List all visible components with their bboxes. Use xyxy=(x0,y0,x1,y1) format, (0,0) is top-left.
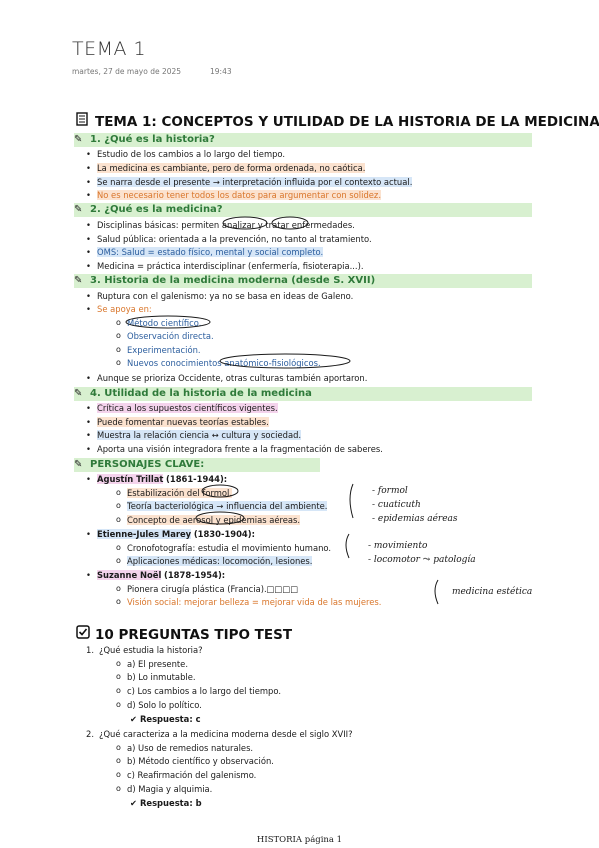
sub-list-item: Visión social: mejorar belleza = mejorar… xyxy=(116,596,381,608)
option: a) Uso de remedios naturales. xyxy=(116,742,253,754)
handwritten-notes-1: - formol- cuaticuth- epidemias aéreas xyxy=(372,486,458,524)
option: d) Magia y alquimia. xyxy=(116,783,212,795)
sub-list-item: Experimentación. xyxy=(116,344,201,356)
check-icon: ✔ xyxy=(130,798,140,808)
question-2: 2.¿Qué caracteriza a la medicina moderna… xyxy=(86,729,353,739)
section-4-heading: ✎4. Utilidad de la historia de la medici… xyxy=(74,387,532,401)
list-item: Salud pública: orientada a la prevención… xyxy=(86,234,372,245)
sub-list-item: Estabilización del formol. xyxy=(116,487,233,499)
pin-icon: ✎ xyxy=(74,388,83,399)
section-5-heading: ✎PERSONAJES CLAVE: xyxy=(74,458,320,472)
person-item: Agustín Trillat (1861-1944): xyxy=(86,474,227,485)
list-item: Medicina = práctica interdisciplinar (en… xyxy=(86,261,364,272)
list-item: No es necesario tener todos los datos pa… xyxy=(86,190,381,201)
list-item: Muestra la relación ciencia ↔ cultura y … xyxy=(86,430,302,441)
list-item: Se apoya en: xyxy=(86,304,152,315)
section-1-heading: ✎1. ¿Qué es la historia? xyxy=(74,133,532,147)
handwritten-notes-2: - movimiento- locomotor ⤳ patología xyxy=(368,541,476,565)
pin-icon: ✎ xyxy=(74,134,83,145)
question-1: 1.¿Qué estudia la historia? xyxy=(86,645,203,655)
person-item: Etienne-Jules Marey (1830-1904): xyxy=(86,529,255,540)
option: c) Reafirmación del galenismo. xyxy=(116,769,256,781)
option: d) Solo lo político. xyxy=(116,699,202,711)
list-item: OMS: Salud = estado físico, mental y soc… xyxy=(86,247,324,258)
document-icon xyxy=(76,112,90,130)
sub-list-item: Observación directa. xyxy=(116,330,214,342)
option: a) El presente. xyxy=(116,658,188,670)
sub-list-item: Teoría bacteriológica → influencia del a… xyxy=(116,500,328,512)
pin-icon: ✎ xyxy=(74,459,83,470)
option: b) Lo inmutable. xyxy=(116,671,196,683)
list-item: Puede fomentar nuevas teorías estables. xyxy=(86,417,269,428)
sub-list-item: Cronofotografía: estudia el movimiento h… xyxy=(116,542,331,554)
list-item: Aporta una visión integradora frente a l… xyxy=(86,444,383,455)
option: b) Método científico y observación. xyxy=(116,755,274,767)
section-3-heading: ✎3. Historia de la medicina moderna (des… xyxy=(74,274,532,288)
sub-list-item: Concepto de aerosol y epidemias aéreas. xyxy=(116,514,301,526)
main-title-text: TEMA 1: CONCEPTOS Y UTILIDAD DE LA HISTO… xyxy=(95,114,599,130)
option: c) Los cambios a lo largo del tiempo. xyxy=(116,685,281,697)
page-footer: HISTORIA página 1 xyxy=(256,835,343,845)
list-item: Disciplinas básicas: permiten analizar y… xyxy=(86,220,355,231)
sub-list-item: Pionera cirugía plástica (Francia).□□□□ xyxy=(116,583,298,595)
pin-icon: ✎ xyxy=(74,204,83,215)
check-icon: ✔ xyxy=(130,714,140,724)
list-item: Estudio de los cambios a lo largo del ti… xyxy=(86,149,285,160)
sub-list-item: Aplicaciones médicas: locomoción, lesion… xyxy=(116,555,313,567)
pin-icon: ✎ xyxy=(74,275,83,286)
list-item: Ruptura con el galenismo: ya no se basa … xyxy=(86,291,353,302)
list-item: La medicina es cambiante, pero de forma … xyxy=(86,163,366,174)
checkbox-icon xyxy=(76,625,90,643)
list-item: Crítica a los supuestos científicos vige… xyxy=(86,403,278,414)
answer-2: ✔ Respuesta: b xyxy=(130,798,202,808)
list-item: Aunque se prioriza Occidente, otras cult… xyxy=(86,373,367,384)
list-item: Se narra desde el presente → interpretac… xyxy=(86,177,413,188)
person-item: Suzanne Noël (1878-1954): xyxy=(86,570,225,581)
handwritten-notes-3: medicina estética xyxy=(452,587,533,597)
section-2-heading: ✎2. ¿Qué es la medicina? xyxy=(74,203,532,217)
page-date: martes, 27 de mayo de 2025 xyxy=(72,67,182,76)
page-time: 19:43 xyxy=(210,67,232,76)
quiz-title: 10 PREGUNTAS TIPO TEST xyxy=(76,625,292,643)
sub-list-item: Método científico. xyxy=(116,317,201,329)
answer-1: ✔ Respuesta: c xyxy=(130,714,201,724)
page-title: TEMA 1 xyxy=(72,38,147,60)
main-title: TEMA 1: CONCEPTOS Y UTILIDAD DE LA HISTO… xyxy=(76,112,599,130)
